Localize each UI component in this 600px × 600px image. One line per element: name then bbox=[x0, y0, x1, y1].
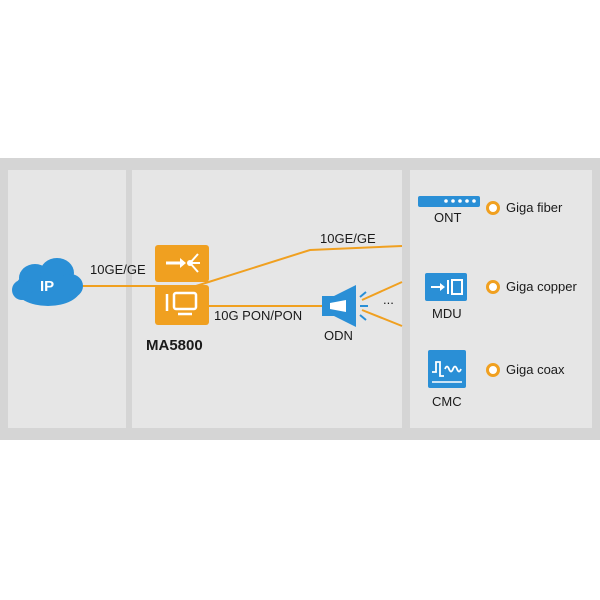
service-giga-copper: Giga copper bbox=[486, 279, 577, 294]
service-dot-icon bbox=[486, 279, 500, 294]
service-label: Giga coax bbox=[506, 362, 565, 377]
ip-cloud-icon bbox=[12, 258, 83, 306]
cmc-icon bbox=[428, 350, 466, 388]
ip-cloud-label: IP bbox=[40, 278, 55, 295]
service-giga-fiber: Giga fiber bbox=[486, 200, 562, 215]
mdu-label: MDU bbox=[432, 306, 462, 321]
uplink-label: 10GE/GE bbox=[90, 262, 146, 277]
mdu-icon bbox=[425, 273, 467, 301]
odn-line-cmc bbox=[361, 309, 403, 327]
service-dot-icon bbox=[486, 200, 500, 215]
ont-icon bbox=[418, 196, 480, 207]
service-label: Giga copper bbox=[506, 279, 577, 294]
odn-line-mdu bbox=[361, 281, 403, 301]
pon-label: 10G PON/PON bbox=[214, 308, 303, 323]
ma5800-device-icon bbox=[155, 245, 209, 325]
service-dot-icon bbox=[486, 362, 500, 377]
cmc-label: CMC bbox=[432, 394, 462, 409]
direct-line bbox=[195, 245, 403, 287]
service-giga-coax: Giga coax bbox=[486, 362, 565, 377]
odn-splitter-icon bbox=[322, 285, 368, 327]
direct-link-label: 10GE/GE bbox=[320, 231, 376, 246]
ellipsis-label: ... bbox=[383, 292, 394, 307]
service-label: Giga fiber bbox=[506, 200, 563, 215]
ont-label: ONT bbox=[434, 210, 462, 225]
odn-label: ODN bbox=[324, 328, 353, 343]
device-label: MA5800 bbox=[146, 337, 203, 354]
